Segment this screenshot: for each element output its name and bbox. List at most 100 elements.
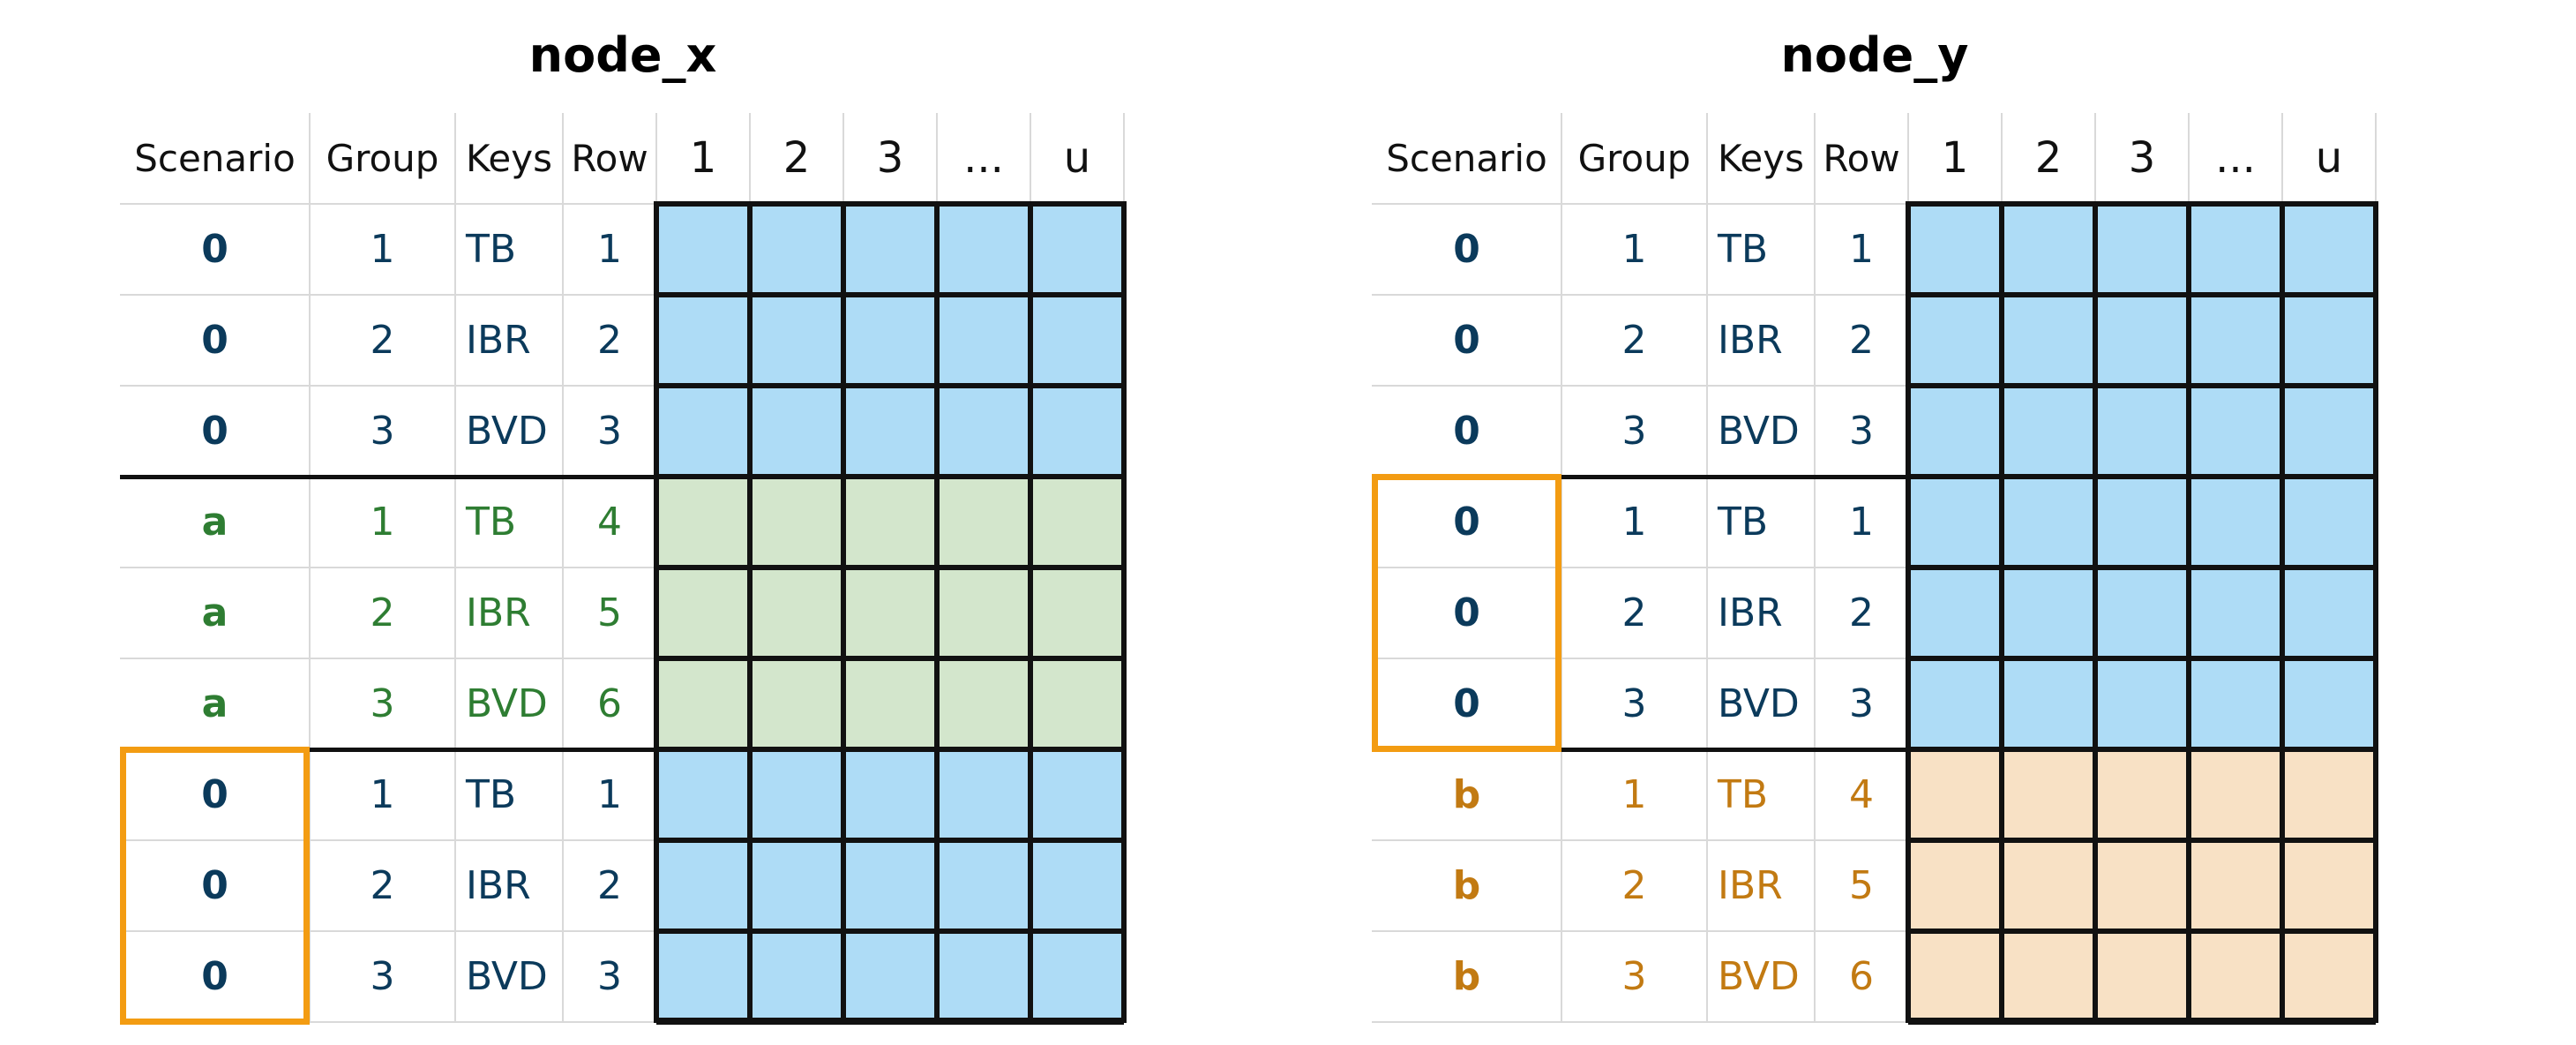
grid-cell	[1908, 840, 2002, 931]
key-cell: IBR	[466, 318, 531, 363]
panel-title: node_x	[528, 27, 717, 83]
row-divider	[1372, 839, 1908, 841]
row-number-cell: 5	[1849, 863, 1874, 908]
grid-cell	[2282, 658, 2376, 749]
grid-row-line	[656, 566, 1124, 570]
column-header: ...	[2215, 133, 2256, 183]
column-header: 3	[2128, 133, 2156, 183]
group-cell: 2	[1621, 318, 1647, 363]
row-divider	[120, 1021, 656, 1023]
group-cell: 1	[1621, 500, 1647, 545]
row-number-cell: 5	[597, 590, 622, 635]
group-cell: 2	[370, 590, 395, 635]
key-cell: BVD	[466, 409, 548, 454]
row-number-cell: 3	[1849, 409, 1874, 454]
scenario-cell: b	[1452, 863, 1481, 908]
grid-row-line	[656, 475, 1124, 479]
grid-cell	[1030, 295, 1124, 386]
section-separator	[120, 475, 656, 479]
group-cell: 1	[1621, 772, 1647, 817]
key-cell: TB	[1718, 500, 1769, 545]
row-number-cell: 4	[1849, 772, 1874, 817]
row-divider	[120, 930, 656, 932]
column-header: Group	[1577, 137, 1691, 180]
column-header: Keys	[465, 137, 553, 180]
grid-cell	[2002, 840, 2095, 931]
row-number-cell: 1	[597, 772, 622, 817]
grid-cell	[2189, 568, 2282, 658]
grid-cell	[843, 840, 937, 931]
scenario-cell: 0	[201, 318, 228, 363]
section-separator	[120, 748, 656, 752]
key-cell: TB	[466, 500, 517, 545]
group-cell: 1	[370, 500, 395, 545]
row-number-cell: 3	[597, 409, 622, 454]
column-header: 2	[2034, 133, 2063, 183]
row-number-cell: 2	[1849, 318, 1874, 363]
group-cell: 3	[370, 409, 395, 454]
group-cell: 3	[1621, 954, 1647, 999]
grid-row-line	[1908, 748, 2376, 752]
scenario-cell: a	[201, 500, 228, 545]
highlight-box	[120, 747, 310, 1025]
column-header: 3	[876, 133, 904, 183]
grid-cell	[750, 295, 843, 386]
key-cell: IBR	[1718, 863, 1783, 908]
grid-cell	[2002, 477, 2095, 568]
key-cell: BVD	[1718, 681, 1800, 726]
column-header: 1	[1941, 133, 1969, 183]
grid-cell	[2282, 204, 2376, 295]
grid-row-line	[1908, 838, 2376, 843]
row-number-cell: 4	[597, 500, 622, 545]
column-header: u	[1063, 133, 1091, 183]
grid-row-line	[656, 657, 1124, 661]
column-header: u	[2315, 133, 2343, 183]
grid-cell	[1908, 204, 2002, 295]
section-separator	[1372, 748, 1908, 752]
grid-row-line	[1908, 657, 2376, 661]
grid-cell	[1030, 204, 1124, 295]
key-cell: TB	[466, 772, 517, 817]
grid-row-line	[656, 838, 1124, 843]
group-cell: 3	[370, 954, 395, 999]
row-divider	[1372, 294, 1908, 296]
row-divider	[120, 385, 656, 387]
scenario-cell: b	[1452, 772, 1481, 817]
key-cell: IBR	[466, 863, 531, 908]
scenario-cell: b	[1452, 954, 1481, 999]
row-divider	[1372, 1021, 1908, 1023]
scenario-cell: 0	[1453, 681, 1480, 726]
column-header: Group	[326, 137, 439, 180]
column-header: Row	[571, 137, 648, 180]
group-cell: 1	[370, 772, 395, 817]
grid-cell	[2002, 931, 2095, 1022]
scenario-cell: 0	[201, 954, 228, 999]
grid-row-line	[1908, 566, 2376, 570]
row-divider	[1372, 385, 1908, 387]
column-header: Scenario	[1386, 137, 1547, 180]
scenario-cell: 0	[1453, 318, 1480, 363]
grid-cell	[750, 658, 843, 749]
row-number-cell: 2	[597, 863, 622, 908]
group-cell: 3	[1621, 409, 1647, 454]
key-cell: BVD	[1718, 409, 1800, 454]
grid-cell	[1030, 568, 1124, 658]
grid-cell	[937, 295, 1030, 386]
row-number-cell: 1	[597, 227, 622, 272]
row-number-cell: 6	[597, 681, 622, 726]
row-number-cell: 6	[1849, 954, 1874, 999]
grid-cell	[2282, 477, 2376, 568]
row-number-cell: 3	[597, 954, 622, 999]
